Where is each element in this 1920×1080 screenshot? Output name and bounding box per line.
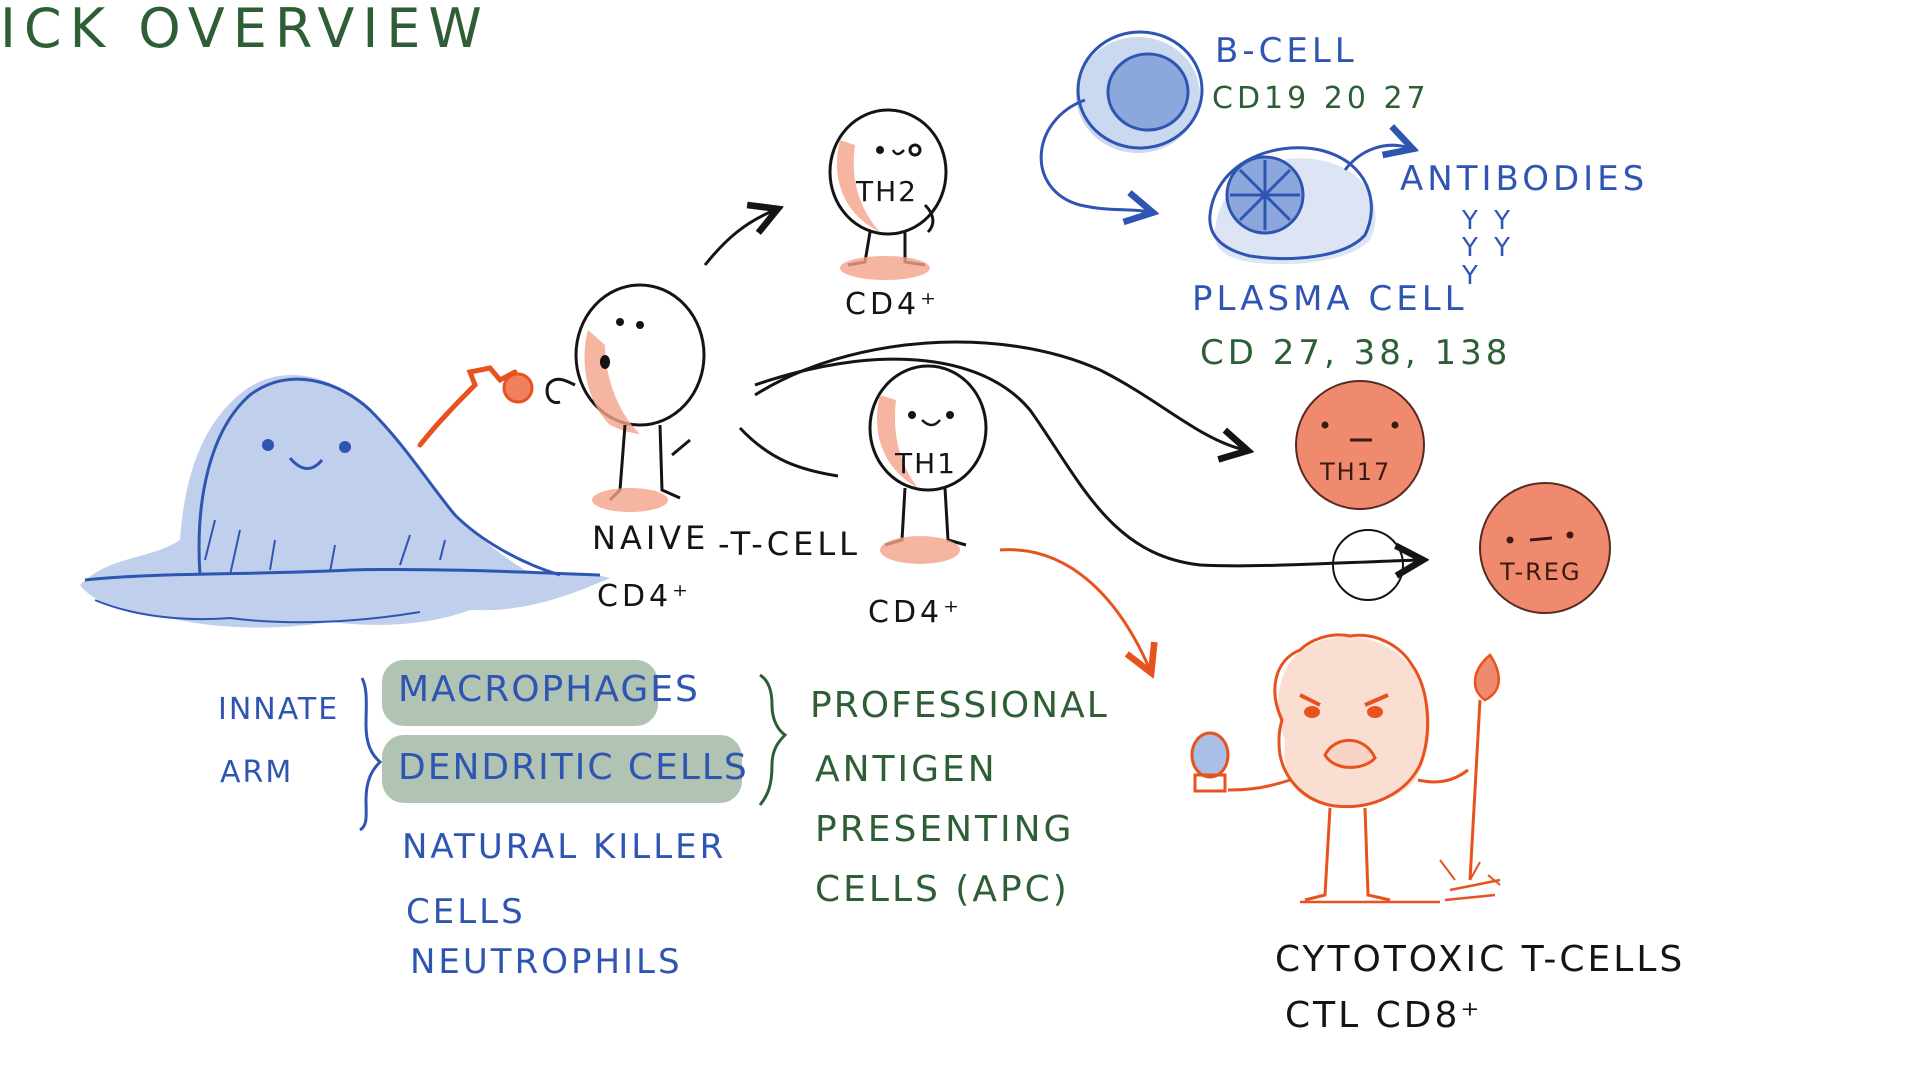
cytotoxic-t-cell — [1190, 633, 1501, 904]
th1-to-ctl-arrow — [999, 548, 1150, 670]
b-cell-label: B-CELL — [1215, 31, 1358, 71]
ctl-label-2: CTL CD8⁺ — [1285, 995, 1483, 1036]
treg-label: T-REG — [1500, 558, 1582, 586]
th1-cell — [868, 364, 988, 564]
plasma-cell — [1208, 145, 1410, 265]
antigen-presenting-arm — [417, 365, 534, 448]
apc-line-1: PROFESSIONAL — [810, 685, 1109, 726]
th1-marker: CD4⁺ — [868, 595, 963, 630]
b-cell — [1039, 30, 1204, 212]
naive-t-cell — [545, 283, 706, 512]
ctl-label-1: CYTOTOXIC T-CELLS — [1275, 939, 1686, 980]
natural-killer-cells-label: CELLS — [406, 892, 526, 932]
plasma-cell-label: PLASMA CELL — [1192, 279, 1468, 319]
dendritic-cells-label: DENDRITIC CELLS — [398, 747, 749, 788]
th2-cell — [828, 108, 948, 280]
apc-line-2: ANTIGEN — [815, 749, 998, 790]
dendritic-cell-blob — [80, 375, 610, 628]
th2-marker: CD4⁺ — [845, 287, 940, 322]
connector-arrows — [703, 210, 1420, 601]
th2-label: TH2 — [856, 175, 918, 208]
dendritic-cells-highlight — [382, 735, 742, 803]
macrophages-highlight — [382, 660, 658, 726]
th17-label: TH17 — [1320, 458, 1392, 486]
plasma-cell-markers: CD 27, 38, 138 — [1200, 333, 1512, 373]
treg-cell — [1479, 482, 1611, 614]
innate-arm-label-1: INNATE — [218, 692, 340, 727]
innate-arm-label-2: ARM — [220, 755, 294, 790]
naive-t-cell-label: NAIVE — [592, 519, 710, 557]
braces — [359, 673, 788, 832]
b-cell-markers: CD19 20 27 — [1212, 81, 1430, 116]
naive-t-cell-marker: CD4⁺ — [597, 579, 692, 614]
th17-cell — [1295, 380, 1425, 510]
macrophages-label: MACROPHAGES — [398, 669, 700, 710]
apc-line-4: CELLS (APC) — [815, 869, 1070, 910]
antibodies-glyphs: Y Y Y Y Y — [1462, 206, 1515, 291]
th1-label: TH1 — [895, 447, 957, 480]
apc-line-3: PRESENTING — [815, 809, 1075, 850]
naive-t-cell-label-2: -T-CELL — [718, 525, 861, 563]
neutrophils-label: NEUTROPHILS — [410, 942, 683, 982]
natural-killer-label: NATURAL KILLER — [402, 827, 727, 867]
antibodies-label: ANTIBODIES — [1400, 159, 1649, 199]
page-title: ICK OVERVIEW — [0, 0, 490, 60]
